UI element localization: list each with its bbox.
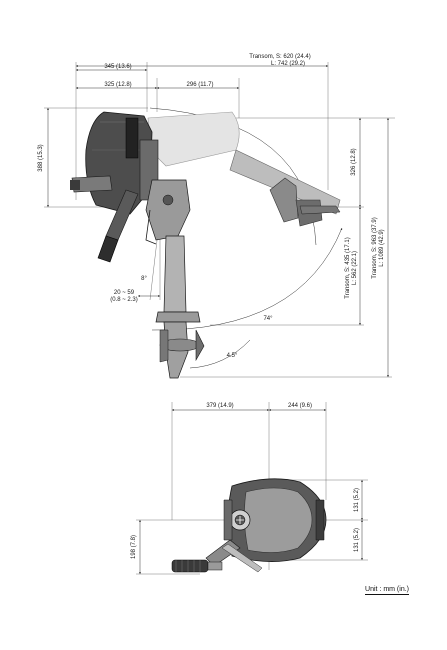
label-rear-to-clamp: 325 (12.8): [104, 82, 131, 88]
top-tiller-handle: [171, 539, 263, 573]
tilted-engine-ghost: [147, 111, 341, 227]
label-cowling-height: 388 (15.3): [38, 144, 44, 171]
label-trim-range-2: (0.8 ~ 2.3): [110, 297, 138, 303]
label-trim-angle: 4.5°: [227, 353, 238, 359]
label-clamp-to-tiller: 296 (11.7): [187, 82, 214, 88]
label-overall-height-1: Transom, S: 963 (37.9): [372, 217, 378, 278]
cowling: [85, 111, 159, 215]
label-overall-height-2: L: 1089 (42.9): [379, 229, 385, 266]
unit-label: Unit : mm (in.): [365, 586, 409, 595]
side-view: Transom, S: 620 (24.4) L: 742 (29.2) 345…: [38, 54, 395, 379]
label-transom-height-2: L: 562 (22.1): [352, 251, 358, 285]
tilt-arc-lower: [151, 227, 343, 331]
drive-shaft: [155, 235, 201, 323]
label-tilt-angle: 74°: [263, 316, 273, 322]
top-cowling: [223, 478, 327, 562]
lower-unit: [159, 321, 205, 379]
label-handle-offset: 198 (7.8): [131, 535, 137, 559]
clamp-bracket: [145, 179, 191, 245]
label-rear-length: 379 (14.9): [206, 403, 233, 409]
label-small-angle: 8°: [141, 276, 147, 282]
label-half-width-top: 131 (5.2): [354, 488, 360, 512]
top-view: 379 (14.9) 244 (9.6) 131 (5.2) 131 (5.2)…: [131, 402, 368, 575]
trim-arc: [189, 339, 251, 369]
label-trim-range-1: 20 ~ 59: [114, 290, 135, 296]
tiller-arm: [97, 189, 139, 263]
pull-handle: [70, 175, 113, 193]
label-transom-height-1: Transom, S: 435 (17.1): [345, 237, 351, 298]
label-front-length: 244 (9.6): [288, 403, 312, 409]
label-transom-length-2: L: 742 (29.2): [271, 61, 305, 67]
label-upper-height: 326 (12.8): [351, 148, 357, 175]
label-half-width-bottom: 131 (5.2): [354, 528, 360, 552]
label-overall-width: 345 (13.6): [104, 64, 131, 70]
label-transom-length-1: Transom, S: 620 (24.4): [249, 54, 310, 60]
